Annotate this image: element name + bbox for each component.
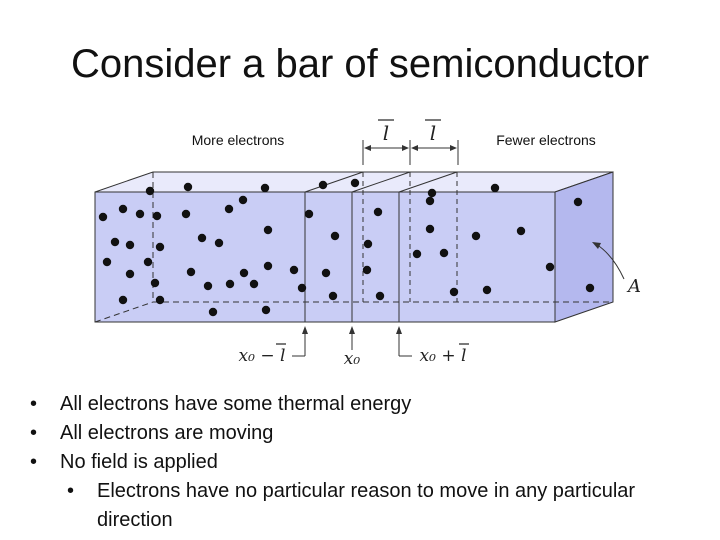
electron (183, 182, 193, 192)
electron (490, 183, 500, 193)
bullet-list: • All electrons have some thermal energy… (30, 390, 700, 535)
electron (110, 237, 120, 247)
electron (145, 186, 155, 196)
electron (482, 285, 492, 295)
electron (155, 295, 165, 305)
electron (263, 261, 273, 271)
label-x0-plus-l: x₀ + l (420, 346, 467, 366)
electron (425, 196, 435, 206)
bullet-item: • All electrons are moving (30, 419, 700, 448)
label-more-electrons: More electrons (192, 132, 285, 148)
electron (362, 265, 372, 275)
label-x0: x₀ (344, 349, 361, 369)
bar-right-face (554, 171, 614, 323)
electron (304, 209, 314, 219)
electron (225, 279, 235, 289)
area-arrow (592, 242, 625, 280)
electron (197, 233, 207, 243)
dimension-arrowheads (364, 145, 457, 151)
electron (263, 225, 273, 235)
electron (125, 269, 135, 279)
bullet-marker: • (67, 480, 75, 502)
electron (214, 238, 224, 248)
electron (425, 224, 435, 234)
electron (328, 291, 338, 301)
electron (375, 291, 385, 301)
electron (585, 283, 595, 293)
electron (181, 209, 191, 219)
electron (350, 178, 360, 188)
electron (150, 278, 160, 288)
label-l-right: l (430, 121, 436, 145)
sub-bullet-text: Electrons have no particular reason to m… (97, 480, 636, 531)
electron (373, 207, 383, 217)
electron (363, 239, 373, 249)
dimension-l-marks (362, 140, 459, 165)
bullet-text: No field is applied (60, 451, 218, 473)
bullet-text: All electrons are moving (60, 422, 274, 444)
electron (412, 249, 422, 259)
electron (238, 195, 248, 205)
electron (125, 240, 135, 250)
electron (224, 204, 234, 214)
electron (545, 262, 555, 272)
bullet-marker: • (30, 451, 38, 473)
label-l-left: l (383, 121, 389, 145)
bullet-text: All electrons have some thermal energy (60, 393, 412, 415)
slide-title: Consider a bar of semiconductor (70, 42, 650, 86)
electron (439, 248, 449, 258)
electron (427, 188, 437, 198)
bullet-marker: • (30, 422, 38, 444)
electron (203, 281, 213, 291)
position-arrowheads (302, 326, 402, 334)
electron (239, 268, 249, 278)
electron (260, 183, 270, 193)
electron (330, 231, 340, 241)
electron (102, 257, 112, 267)
electron-dots (98, 178, 595, 317)
electron (261, 305, 271, 315)
electron (186, 267, 196, 277)
label-area: A (626, 276, 641, 297)
electron (318, 180, 328, 190)
electron (573, 197, 583, 207)
electron (249, 279, 259, 289)
electron (118, 295, 128, 305)
electron (449, 287, 459, 297)
electron (98, 212, 108, 222)
electron (135, 209, 145, 219)
electron (155, 242, 165, 252)
electron (143, 257, 153, 267)
electron (297, 283, 307, 293)
electron (118, 204, 128, 214)
electron (516, 226, 526, 236)
label-fewer-electrons: Fewer electrons (496, 132, 596, 148)
bullet-item: • All electrons have some thermal energy (30, 390, 700, 419)
bullet-marker: • (30, 393, 38, 415)
sub-bullet-item: • Electrons have no particular reason to… (30, 477, 700, 535)
bullet-item: • No field is applied (30, 448, 700, 477)
label-x0-minus-l: x₀ − l (239, 346, 286, 366)
electron (289, 265, 299, 275)
electron (152, 211, 162, 221)
electron (471, 231, 481, 241)
semiconductor-bar-diagram: l l More electrons Fewer electrons A x₀ … (94, 119, 641, 369)
electron (321, 268, 331, 278)
bar-front-face (94, 191, 556, 323)
electron (208, 307, 218, 317)
